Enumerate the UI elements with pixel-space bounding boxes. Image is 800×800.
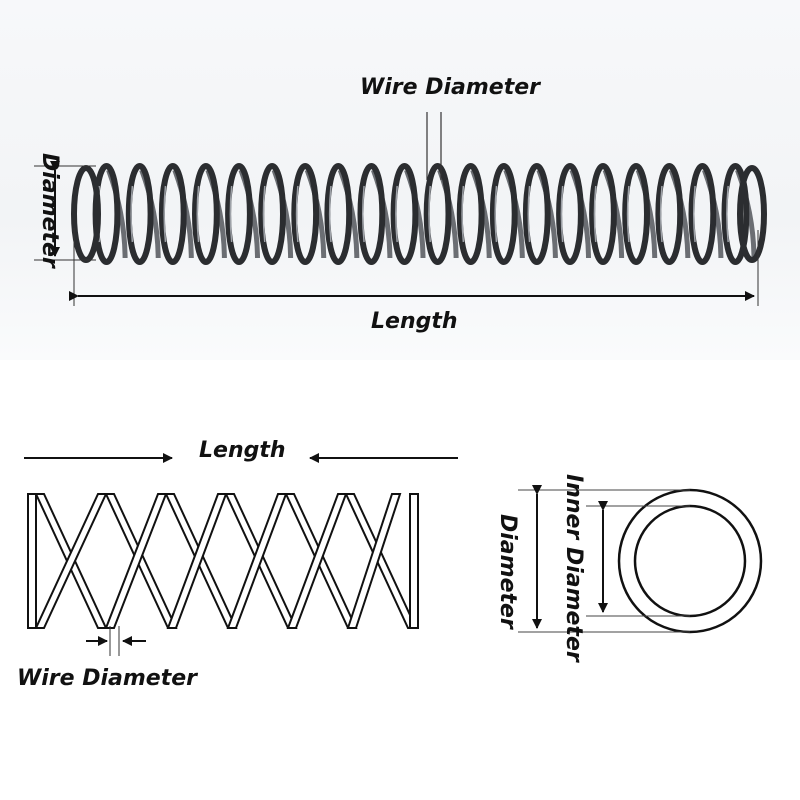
spring-coil bbox=[192, 163, 220, 265]
spring-coil-highlight bbox=[659, 185, 663, 243]
spring-coil-highlight bbox=[692, 185, 696, 243]
spring-end-coil bbox=[737, 165, 767, 263]
drawing-length-label: Length bbox=[199, 438, 286, 463]
spring-coil-highlight bbox=[328, 185, 332, 243]
spring-coil-highlight bbox=[229, 185, 233, 243]
spring-coil-highlight bbox=[196, 185, 200, 243]
spring-coil bbox=[357, 163, 386, 265]
spring-coil-highlight bbox=[593, 185, 597, 243]
spring-coil bbox=[125, 163, 154, 265]
photo-spring bbox=[71, 163, 767, 265]
spring-coil-highlight bbox=[163, 185, 167, 243]
spring-coil-highlight bbox=[527, 185, 531, 243]
spring-coil bbox=[522, 163, 551, 265]
ring-diameter-label: Diameter bbox=[495, 514, 520, 629]
spring-coil-highlight bbox=[130, 185, 134, 243]
spring-coil bbox=[688, 163, 717, 265]
spring-coil bbox=[622, 163, 650, 265]
spring-coil-highlight bbox=[262, 185, 266, 243]
spring-line-drawing bbox=[27, 493, 419, 629]
spring-coil bbox=[258, 163, 287, 265]
spring-coil bbox=[721, 163, 750, 265]
spring-coil bbox=[324, 163, 353, 265]
spring-coil bbox=[225, 163, 253, 265]
spring-coil bbox=[390, 163, 419, 265]
spring-coil-highlight bbox=[395, 185, 398, 243]
photo-diameter-dimension bbox=[34, 161, 96, 261]
spring-coil bbox=[655, 163, 684, 265]
ring-dimension-lines bbox=[518, 485, 690, 633]
spring-coil bbox=[291, 163, 320, 265]
photo-wire-diameter-leader bbox=[426, 112, 442, 180]
spring-coil bbox=[489, 163, 518, 265]
drawing-wire-diameter-arrows bbox=[86, 626, 146, 656]
spring-coil-highlight bbox=[726, 185, 729, 243]
spring-coil bbox=[589, 163, 617, 265]
spring-coil-highlight bbox=[295, 185, 299, 243]
spring-coil bbox=[556, 163, 584, 265]
photo-wire-diameter-label: Wire Diameter bbox=[360, 75, 541, 100]
drawing-wire-diameter-label: Wire Diameter bbox=[17, 666, 198, 691]
photo-length-dimension bbox=[69, 228, 759, 306]
spring-coil-highlight bbox=[560, 185, 564, 243]
spring-coil-highlight bbox=[461, 185, 465, 243]
spring-coil bbox=[158, 163, 187, 265]
spring-coil bbox=[456, 163, 485, 265]
spring-coil-highlight bbox=[494, 185, 498, 243]
photo-diameter-label: Diameter bbox=[37, 153, 62, 268]
photo-length-label: Length bbox=[371, 309, 458, 334]
spring-coil-highlight bbox=[626, 185, 630, 243]
spring-coil bbox=[423, 163, 452, 265]
spring-coil-highlight bbox=[428, 185, 432, 243]
spring-coil-highlight bbox=[361, 185, 365, 243]
spring-ring-section bbox=[617, 488, 763, 634]
ring-inner-diameter-label: Inner Diameter bbox=[561, 474, 586, 662]
